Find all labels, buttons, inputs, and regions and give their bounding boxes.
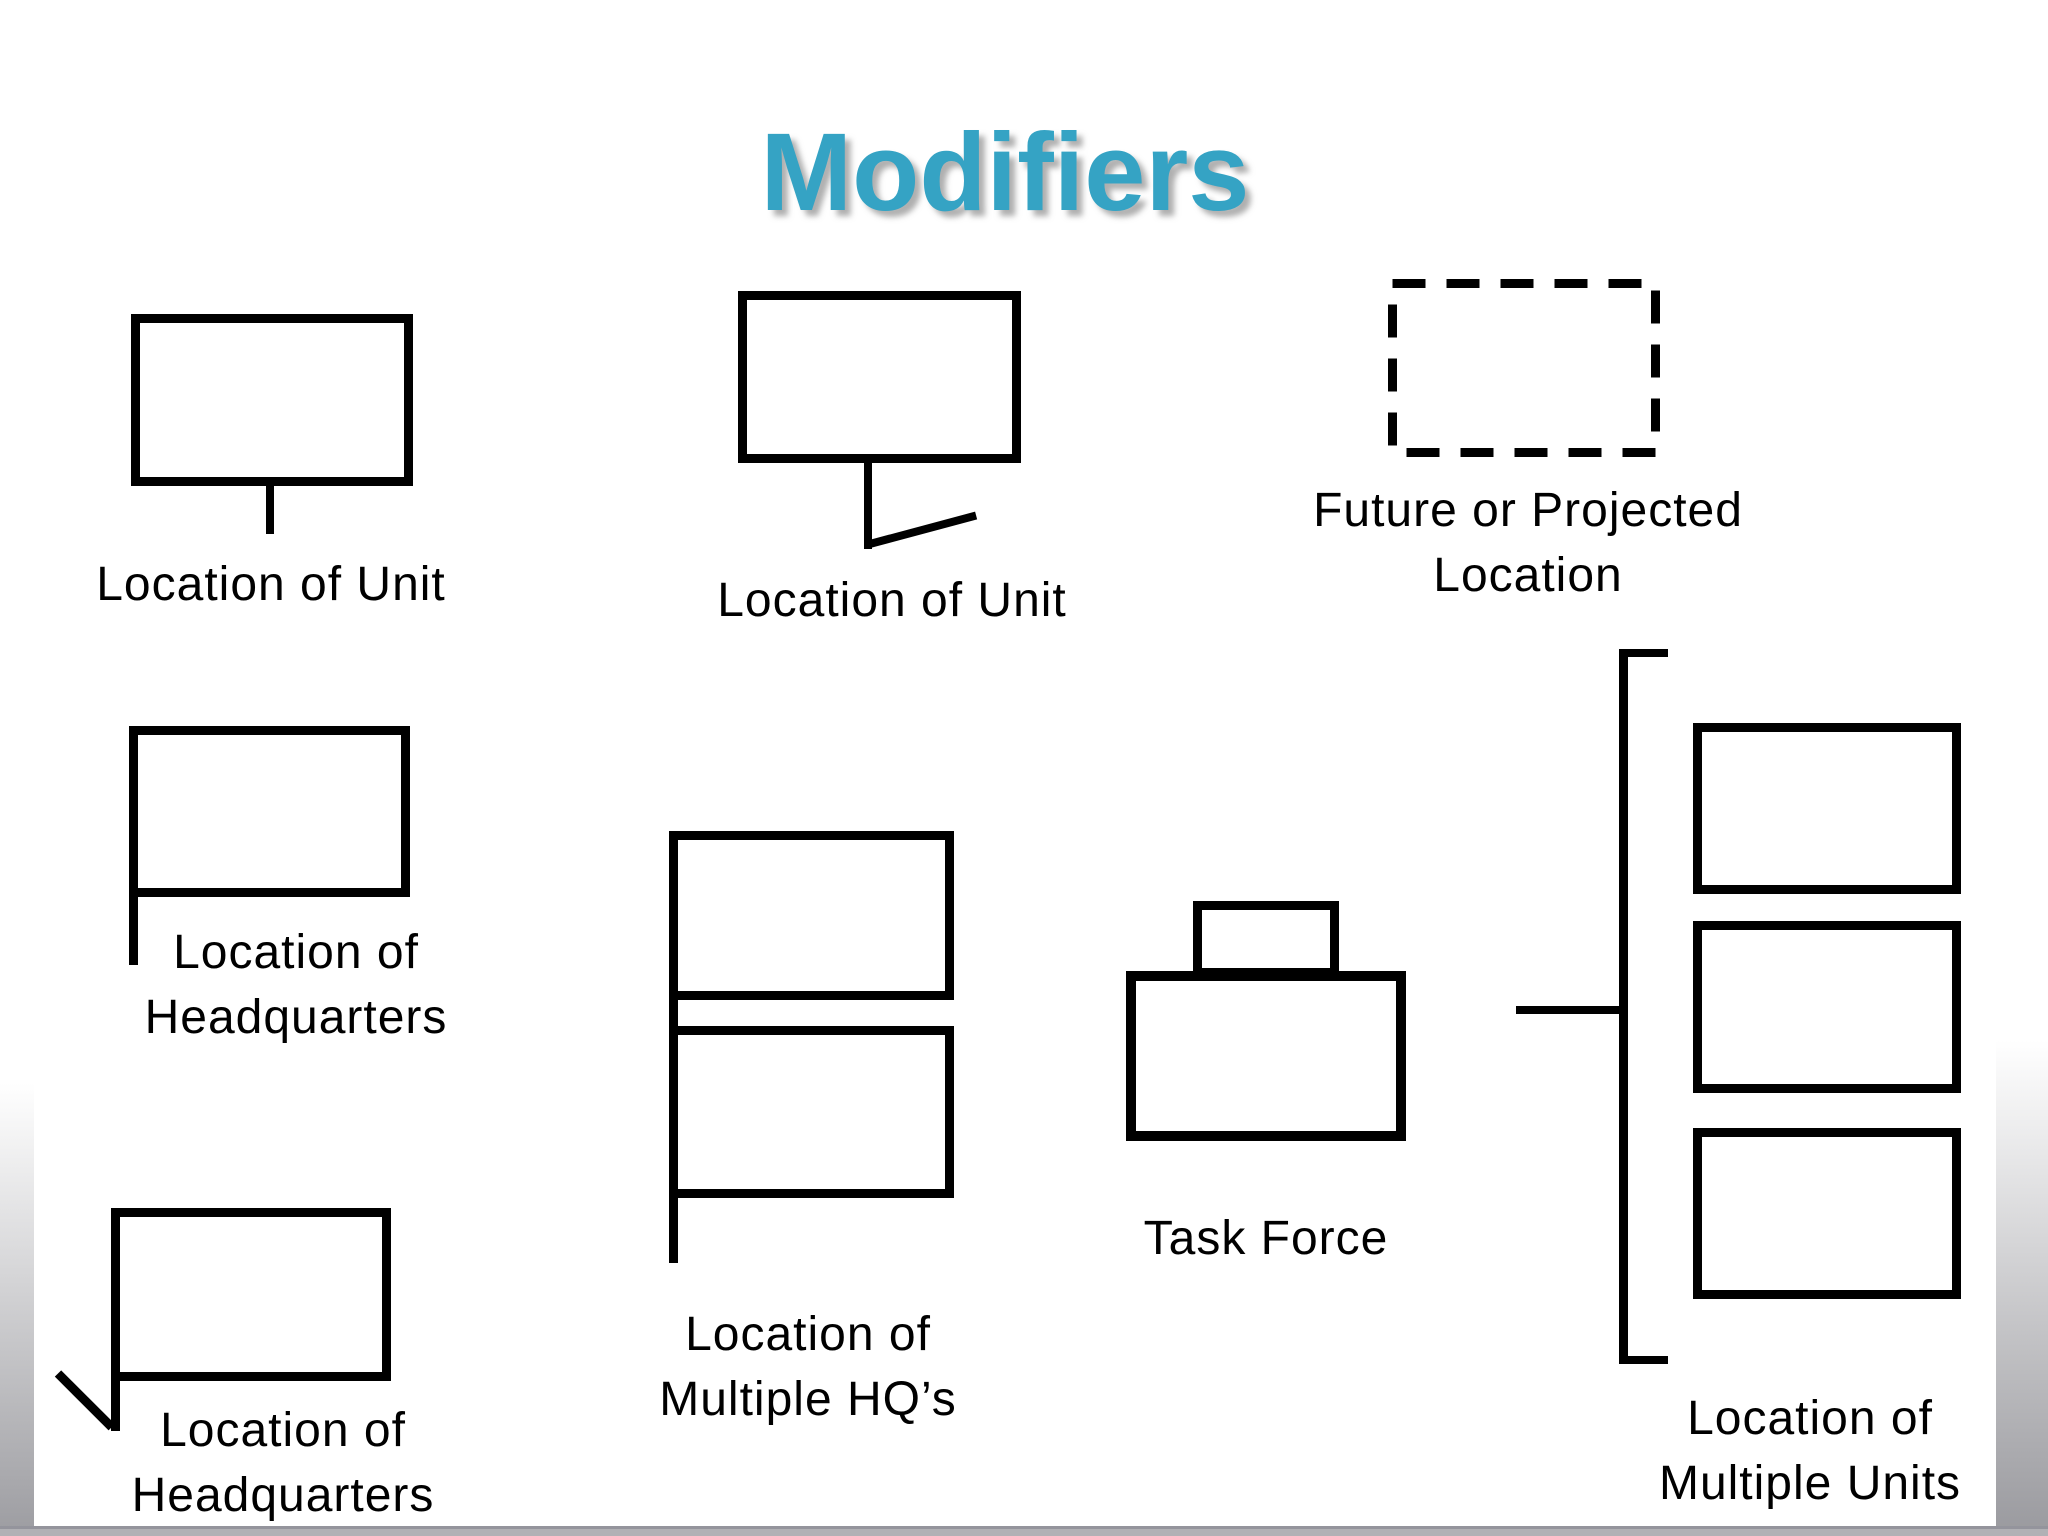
offset-staff-angled-line	[864, 511, 978, 549]
center-stem-line	[266, 486, 274, 534]
offset-staff-vertical-line	[864, 461, 872, 549]
symbol-label-line1: Location of	[685, 1308, 931, 1361]
page-title: Modifiers	[760, 111, 1250, 234]
unit-rectangle-3	[1693, 1128, 1961, 1299]
hq-staff-line	[129, 895, 138, 965]
bracket-top-tick	[1623, 649, 1668, 657]
left-edge-gradient	[0, 1083, 34, 1536]
symbol-label-line1: Location of	[173, 926, 419, 979]
bottom-edge-bar	[0, 1526, 2048, 1536]
symbol-label-line1: Location of	[160, 1404, 406, 1457]
lower-hq-rectangle	[669, 1026, 954, 1198]
symbol-label-line2: Multiple Units	[1658, 1457, 1962, 1510]
symbol-label-line2: Headquarters	[144, 991, 448, 1044]
right-edge-gradient	[1996, 1040, 2048, 1536]
hq-frame-rectangle	[111, 1208, 391, 1381]
symbol-label-line2: Headquarters	[131, 1469, 435, 1522]
bracket-connector-line	[1516, 1006, 1624, 1014]
upper-hq-rectangle	[669, 831, 954, 1000]
symbol-label-line2: Multiple HQ’s	[659, 1373, 957, 1426]
symbol-label: Location of Unit	[96, 558, 446, 611]
task-force-top-rectangle	[1193, 901, 1339, 977]
symbol-label-line1: Location of	[1687, 1392, 1933, 1445]
symbol-label: Future or Projected Location	[1313, 478, 1743, 608]
bracket-bottom-tick	[1623, 1356, 1668, 1364]
bracket-vertical-line	[1619, 649, 1628, 1364]
hq-staff-vertical-line	[111, 1377, 120, 1431]
unit-rectangle-1	[1693, 723, 1961, 894]
unit-frame-rectangle	[131, 314, 413, 486]
symbol-label: Location of Unit	[717, 574, 1067, 627]
symbol-label-line2: Location	[1433, 549, 1623, 602]
hq-staff-diagonal-line	[54, 1370, 115, 1431]
unit-frame-rectangle	[738, 291, 1021, 463]
unit-rectangle-2	[1693, 921, 1961, 1093]
symbol-label: Task Force	[1143, 1212, 1389, 1265]
symbol-label: Location of Multiple Units	[1659, 1386, 1961, 1516]
symbol-label: Location of Headquarters	[145, 920, 448, 1050]
symbol-label-line1: Future or Projected	[1313, 484, 1743, 537]
dashed-rectangle	[1388, 279, 1660, 457]
symbol-label: Location of Multiple HQ’s	[659, 1302, 957, 1432]
symbol-label: Location of Headquarters	[132, 1398, 435, 1528]
hq-frame-rectangle	[129, 726, 410, 897]
task-force-main-rectangle	[1126, 971, 1406, 1141]
